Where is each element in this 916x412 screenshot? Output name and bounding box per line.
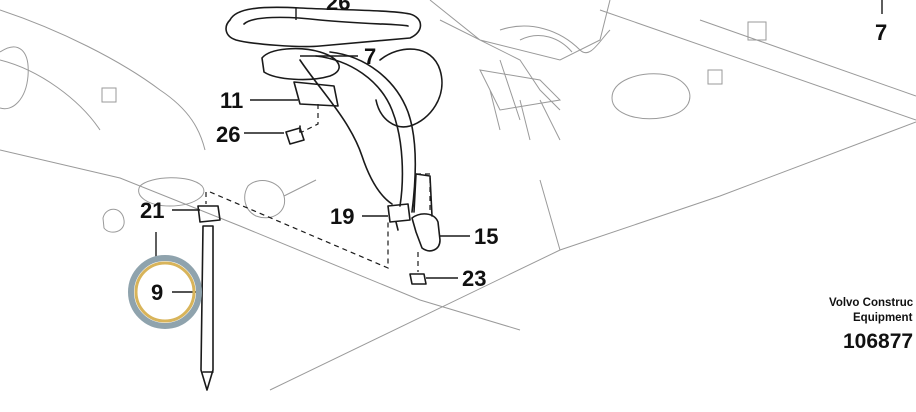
dashed-line-11-26 (301, 104, 319, 133)
connector-15 (411, 213, 441, 252)
square-marker-2 (707, 69, 723, 85)
callout-7-right: 7 (875, 20, 888, 45)
bracket-11 (293, 81, 339, 107)
hole-left (138, 177, 205, 207)
dipstick-tube (200, 225, 214, 391)
connector-19 (387, 203, 411, 231)
clamp-bracket (261, 47, 340, 81)
callout-19: 19 (330, 204, 355, 229)
highlight-ring-inner (134, 261, 196, 323)
hose-to-15 (413, 173, 433, 217)
valve-block (479, 69, 562, 141)
frame-left-arm (0, 9, 206, 151)
hole-right (611, 73, 691, 120)
square-marker-3 (747, 21, 767, 41)
hose-down-2 (329, 51, 417, 213)
hole-lower-left (102, 208, 125, 233)
hose-loop (225, 6, 422, 48)
callout-11: 11 (220, 88, 244, 113)
callout-9: 9 (151, 280, 164, 305)
filter-housing (375, 48, 443, 128)
square-marker-1 (101, 87, 117, 103)
dashed-line-15 (416, 173, 431, 214)
drawing-number: 106877 (843, 330, 914, 353)
callout-21: 21 (140, 198, 165, 223)
callout-26-top: 26 (326, 0, 351, 15)
hose-loop-inner (243, 16, 409, 27)
top-machinery (429, 0, 611, 141)
callout-23: 23 (462, 266, 487, 291)
brand-subtitle: Equipment (853, 312, 913, 324)
highlight-ring-outer (128, 255, 202, 329)
brand-name: Volvo Construc (829, 297, 914, 309)
hose-down-1 (315, 55, 404, 207)
dashed-line-21-19 (205, 191, 389, 269)
left-pipe (0, 46, 29, 110)
bolt-26 (285, 125, 305, 145)
cylinder-mount (244, 179, 317, 219)
callout-7-mid: 7 (364, 44, 377, 69)
dipstick-cap-21 (197, 205, 221, 223)
hose-right (499, 25, 611, 53)
callout-15: 15 (474, 224, 499, 249)
nut-23 (409, 273, 427, 285)
callout-26: 26 (216, 122, 241, 147)
hose-down-3 (299, 59, 393, 205)
frame-outline (0, 9, 916, 391)
